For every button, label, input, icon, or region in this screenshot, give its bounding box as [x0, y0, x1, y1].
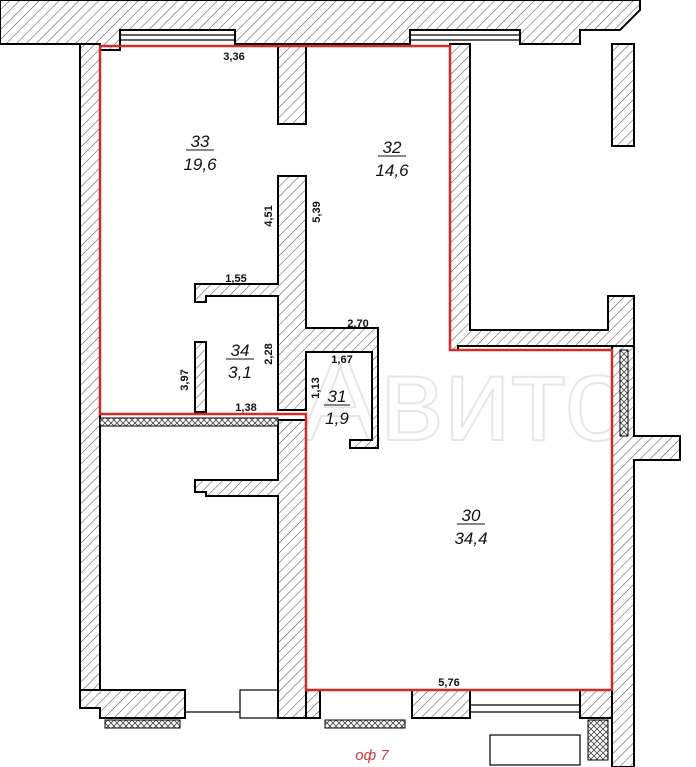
- svg-text:32: 32: [383, 138, 402, 157]
- wall-bottom-corner: [579, 689, 613, 719]
- svg-text:14,6: 14,6: [375, 161, 409, 180]
- wall-central: [194, 175, 379, 449]
- svg-text:19,6: 19,6: [183, 155, 217, 174]
- walls: [0, 0, 681, 767]
- room-34-label: 34 3,1: [226, 341, 254, 382]
- dim-wc-height-left: 3,97: [179, 369, 191, 390]
- wall-right-upper: [449, 43, 635, 351]
- wall-right-lower: [611, 345, 681, 767]
- wall-top-stub: [277, 43, 307, 125]
- svg-text:34,4: 34,4: [454, 529, 487, 548]
- svg-text:31: 31: [328, 387, 347, 406]
- wall-bottom-right: [411, 689, 471, 719]
- room-31-label: 31 1,9: [324, 387, 350, 428]
- svg-text:34: 34: [231, 341, 250, 360]
- dim-top-width: 3,36: [223, 51, 244, 63]
- dimension-labels: 3,36 4,51 5,39 1,55 3,97 2,28 1,38 2,70 …: [179, 51, 460, 689]
- windows: [120, 34, 581, 766]
- room-30-label: 30 34,4: [454, 506, 487, 548]
- unit-caption: оф 7: [355, 747, 389, 764]
- wall-lower-central: [194, 419, 307, 719]
- dim-big-room-bottom: 5,76: [438, 677, 459, 689]
- wall-bottom-mid: [305, 689, 321, 719]
- svg-text:30: 30: [462, 506, 481, 525]
- dim-bath-top-outer: 2,70: [347, 318, 368, 330]
- dim-partition-right: 5,39: [311, 201, 323, 222]
- svg-text:1,9: 1,9: [325, 409, 349, 428]
- wall-top: [0, 0, 641, 51]
- dim-partition-left: 4,51: [263, 205, 275, 226]
- wall-wc-stub: [194, 341, 207, 413]
- dim-bath-top-inner: 1,67: [331, 354, 352, 366]
- wall-bottom-left: [79, 689, 186, 719]
- dim-wc-height-right: 2,28: [263, 343, 275, 364]
- dim-wc-bottom: 1,38: [235, 402, 256, 414]
- insulation: [99, 349, 629, 761]
- dim-bath-height: 1,13: [310, 377, 322, 398]
- unit-outline: [98, 44, 614, 692]
- wall-left: [79, 43, 101, 691]
- room-32-label: 32 14,6: [375, 138, 409, 180]
- room-33-label: 33 19,6: [183, 132, 217, 174]
- dim-closet-width: 1,55: [225, 273, 246, 285]
- svg-text:3,1: 3,1: [228, 363, 252, 382]
- wall-far-right: [611, 43, 635, 147]
- svg-text:33: 33: [191, 132, 210, 151]
